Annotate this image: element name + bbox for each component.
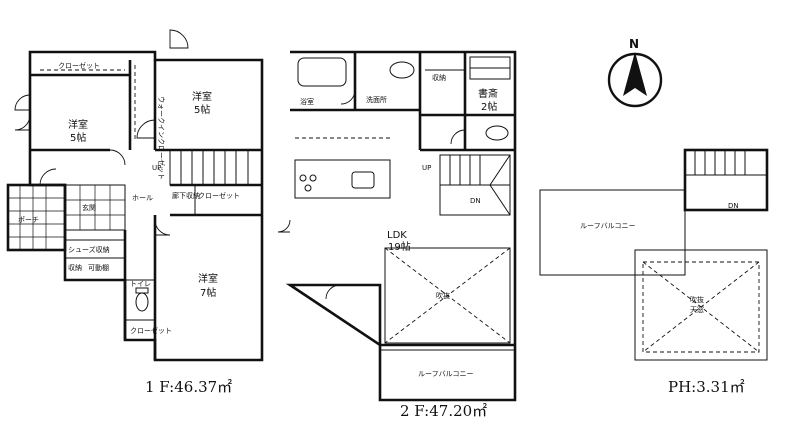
void-label-ph: 吹抜 (690, 295, 704, 304)
ldk-size: 19帖 (388, 240, 411, 253)
closet-top-label: クローゼット (58, 61, 100, 70)
room-ne-size: 5帖 (194, 103, 210, 116)
porch-label: ポーチ (18, 216, 39, 224)
bathtub-icon (297, 57, 347, 87)
up-label-2f: UP (422, 164, 431, 172)
storage-b-label-1f: 可動棚 (88, 263, 109, 272)
kitchen-counter (294, 159, 391, 199)
room-nw-size: 5帖 (70, 131, 86, 144)
stove-burner-icon (299, 174, 307, 182)
up-label-1f: UP (152, 164, 161, 172)
stove-burner-icon (304, 184, 312, 192)
closet-bottom-label: クローゼット (130, 326, 172, 335)
toilet-label: トイレ (130, 280, 151, 288)
storage-label-1f: 収納 (68, 263, 82, 272)
north-label: N (629, 37, 639, 51)
stairs-ph (685, 150, 767, 176)
toilet-icon (135, 292, 149, 312)
roof-balcony-label-2f: ルーフバルコニー (418, 370, 473, 378)
hall-storage-label: 廊下収納 (172, 191, 200, 200)
study-size: 2帖 (481, 100, 497, 113)
entrance-tiles (65, 185, 125, 230)
void-ph (642, 261, 760, 353)
hall-label: ホール (132, 194, 153, 202)
void-2f (384, 247, 511, 344)
walkin-closet-label: ウォークインクローゼット (157, 96, 166, 180)
washroom-label: 洗面所 (366, 95, 387, 104)
floor-1-area: 1 F:46.37㎡ (145, 378, 232, 396)
floor-ph-area: PH:3.31㎡ (668, 378, 745, 396)
dn-label-2f: DN (470, 197, 481, 205)
compass: N (607, 37, 663, 108)
ldk-name: LDK (387, 230, 407, 241)
roof-balcony-label-ph: ルーフバルコニー (580, 222, 635, 230)
room-s-name: 洋室 (198, 272, 218, 285)
room-s-size: 7帖 (200, 286, 216, 299)
shoe-storage-label: シューズ収納 (68, 245, 110, 254)
toilet-icon-2f (485, 125, 509, 141)
room-ne-name: 洋室 (192, 90, 212, 103)
floor-ph: DN ルーフバルコニー 吹抜 天窓 PH:3.31㎡ (539, 148, 769, 396)
study-name: 書斎 (478, 87, 498, 100)
closet-mid-label: クローゼット (198, 191, 240, 200)
sink-icon (351, 171, 375, 189)
floor-2: 浴室 洗面所 収納 書斎 2帖 LDK 19帖 UP DN 吹抜 ルーフバルコニ… (277, 50, 517, 420)
void-note-ph: 天窓 (690, 305, 704, 314)
void-label-2f: 吹抜 (436, 291, 450, 300)
stairs-2f (439, 154, 511, 216)
north-arrow-icon (623, 52, 647, 96)
storage-label-2f: 収納 (432, 73, 446, 82)
floor-1: クローゼット ウォークインクローゼット 洋室 5帖 洋室 5帖 UP ホール 廊… (6, 29, 264, 396)
dn-label-ph: DN (728, 202, 739, 210)
entrance-label: 玄関 (82, 203, 96, 212)
floor-2-area: 2 F:47.20㎡ (400, 402, 487, 420)
stairs-1f (169, 149, 249, 186)
stove-burner-icon (309, 174, 317, 182)
bath-label: 浴室 (300, 97, 314, 106)
wash-basin-icon (389, 61, 415, 79)
porch-tiles (8, 185, 65, 250)
room-nw-name: 洋室 (68, 118, 88, 131)
